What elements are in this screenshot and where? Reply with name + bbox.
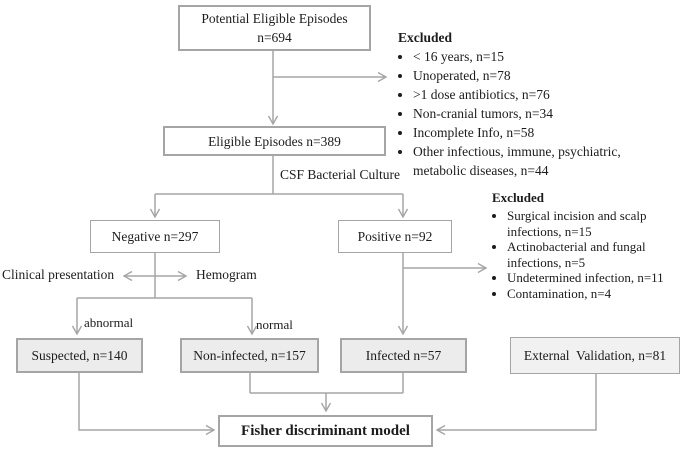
- label-hemogram: Hemogram: [196, 267, 257, 282]
- label-normal: normal: [256, 317, 293, 332]
- label-csf-bacterial-culture: CSF Bacterial Culture: [280, 167, 400, 182]
- excluded-top-heading: Excluded: [398, 30, 453, 45]
- node-positive-label: Positive n=92: [357, 229, 433, 244]
- node-fisher-discriminant-model: Fisher discriminant model: [218, 415, 433, 447]
- list-item: Non-cranial tumors, n=34: [413, 104, 674, 123]
- node-external-validation-label: External Validation, n=81: [523, 348, 667, 363]
- excluded-list-top: Excluded < 16 years, n=15 Unoperated, n=…: [398, 28, 674, 180]
- node-infected: Infected n=57: [340, 338, 467, 373]
- connector-suspected-to-fisher: [78, 372, 216, 436]
- excluded-top-items: < 16 years, n=15 Unoperated, n=78 >1 dos…: [398, 47, 674, 180]
- node-eligible-label: Eligible Episodes n=389: [208, 133, 341, 149]
- node-suspected: Suspected, n=140: [16, 338, 143, 373]
- node-potential-label-line2: n=694: [257, 30, 292, 45]
- list-item: Other infectious, immune, psychiatric, m…: [413, 142, 674, 180]
- list-item: < 16 years, n=15: [413, 47, 674, 66]
- node-suspected-label: Suspected, n=140: [31, 348, 128, 363]
- node-eligible-episodes: Eligible Episodes n=389: [163, 126, 386, 156]
- list-item: Actinobacterial and fungal infections, n…: [507, 239, 684, 270]
- node-external-validation: External Validation, n=81: [510, 337, 680, 374]
- node-potential-eligible-episodes: Potential Eligible Episodes n=694: [178, 5, 371, 51]
- list-item: >1 dose antibiotics, n=76: [413, 85, 674, 104]
- node-negative: Negative n=297: [90, 220, 220, 253]
- list-item: Undetermined infection, n=11: [507, 270, 684, 286]
- connector-external-to-fisher: [435, 373, 597, 436]
- node-non-infected-label: Non-infected, n=157: [193, 348, 306, 363]
- list-item: Incomplete Info, n=58: [413, 123, 674, 142]
- node-fisher-label: Fisher discriminant model: [241, 422, 410, 439]
- excluded-right-heading: Excluded: [492, 190, 545, 205]
- label-clinical-presentation: Clinical presentation: [2, 267, 115, 282]
- node-non-infected: Non-infected, n=157: [180, 338, 319, 373]
- label-abnormal: abnormal: [84, 315, 134, 330]
- node-negative-label: Negative n=297: [111, 229, 199, 244]
- excluded-list-right: Excluded Surgical incision and scalp inf…: [492, 189, 684, 301]
- node-potential-label-line1: Potential Eligible Episodes: [201, 11, 348, 26]
- node-infected-label: Infected n=57: [365, 348, 442, 363]
- list-item: Contamination, n=4: [507, 286, 684, 302]
- excluded-right-items: Surgical incision and scalp infections, …: [492, 208, 684, 301]
- list-item: Unoperated, n=78: [413, 66, 674, 85]
- node-positive: Positive n=92: [338, 220, 452, 253]
- list-item: Surgical incision and scalp infections, …: [507, 208, 684, 239]
